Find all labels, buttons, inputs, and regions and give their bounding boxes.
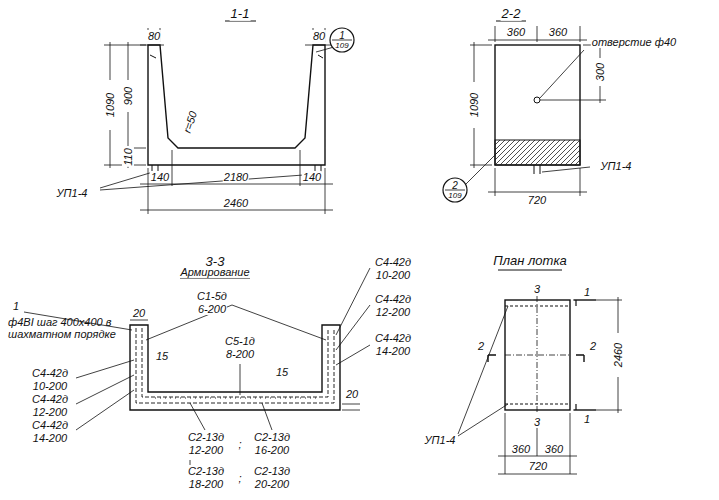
- drawing-label: УП1-4: [56, 187, 89, 199]
- drawing-label: 1: [583, 413, 591, 425]
- drawing-label: 1: [583, 286, 591, 298]
- sheet-number: 109: [442, 192, 468, 200]
- drawing-label: 14-200: [32, 432, 68, 444]
- drawing-label: С2-13д: [253, 431, 291, 443]
- drawing-label: ;: [237, 472, 242, 484]
- drawing-label: 140: [302, 171, 322, 183]
- callout-number: 2: [442, 181, 468, 191]
- drawing-label: УП1-4: [424, 434, 457, 446]
- drawing-label: 2460: [612, 342, 624, 368]
- drawing-label: отверстие ф40: [591, 36, 677, 48]
- drawing-label: С2-13д: [253, 465, 291, 477]
- drawing-label: 900: [122, 86, 134, 106]
- drawing-label: 3: [533, 416, 541, 428]
- drawing-label: ф4ВI шаг 400х400 в шахматном порядке: [8, 316, 116, 340]
- callout-number: 1: [329, 31, 355, 41]
- drawing-label: 1: [12, 300, 20, 312]
- drawing-label: 3: [533, 283, 541, 295]
- drawing-label: 20-200: [254, 478, 290, 490]
- drawing-label: 14-200: [375, 345, 411, 357]
- sheet-number: 109: [329, 42, 355, 50]
- drawing-label: 1090: [104, 92, 116, 118]
- drawing-label: 12-200: [188, 444, 224, 456]
- drawing-label: 6-200: [197, 303, 227, 315]
- drawing-label: 110: [122, 147, 134, 167]
- drawing-label: 80: [312, 30, 326, 42]
- drawing-label: 360: [506, 26, 526, 38]
- drawing-label: 12-200: [375, 306, 411, 318]
- drawing-label: 10-200: [375, 269, 411, 281]
- drawing-label: 15: [275, 366, 289, 378]
- drawing-label: С2-13д: [187, 431, 225, 443]
- drawing-label: 2460: [223, 197, 249, 209]
- drawing-label: С4-42д: [374, 332, 412, 344]
- drawing-label: С1-5д: [196, 290, 228, 302]
- drawing-label: 8-200: [225, 348, 255, 360]
- drawing-label: 360: [544, 443, 564, 455]
- drawing-label: 2180: [223, 171, 249, 183]
- drawing-label: r=50: [180, 109, 199, 136]
- drawing-label: С4-42д: [31, 419, 69, 431]
- drawing-label: 300: [594, 62, 606, 82]
- drawing-label: УП1-4: [600, 160, 633, 172]
- drawing-label: С4-42д: [31, 367, 69, 379]
- drawing-label: 2-2: [501, 7, 522, 21]
- drawing-label: 720: [527, 194, 547, 206]
- drawing-label: С4-42д: [374, 256, 412, 268]
- drawing-label: 15: [155, 350, 169, 362]
- drawing-label: 720: [528, 460, 548, 472]
- drawing-label: С2-13д: [187, 465, 225, 477]
- drawing-label: 20: [132, 307, 146, 319]
- drawing-label: С4-42д: [374, 293, 412, 305]
- drawing-label: 2: [589, 340, 597, 352]
- drawing-label: 12-200: [32, 406, 68, 418]
- drawing-label: С4-42д: [31, 393, 69, 405]
- drawing-label: 2: [477, 340, 485, 352]
- drawing-label: 360: [548, 26, 568, 38]
- drawing-label: 1090: [468, 92, 480, 118]
- callout-circle: 2109: [442, 177, 468, 203]
- drawing-label: 18-200: [188, 478, 224, 490]
- drawing-label: 16-200: [254, 444, 290, 456]
- drawing-label: С5-1д: [224, 335, 256, 347]
- drawing-label: 140: [150, 171, 170, 183]
- callout-circle: 1109: [329, 27, 355, 53]
- drawing-label: 20: [345, 388, 359, 400]
- drawing-label: План лотка: [492, 254, 568, 268]
- drawing-label: 10-200: [32, 380, 68, 392]
- drawing-label: ;: [237, 438, 242, 450]
- drawing-label: 360: [511, 443, 531, 455]
- drawing-label: 1-1: [230, 7, 251, 21]
- drawing-label: Армирование: [179, 266, 250, 278]
- drawing-label: 80: [147, 30, 161, 42]
